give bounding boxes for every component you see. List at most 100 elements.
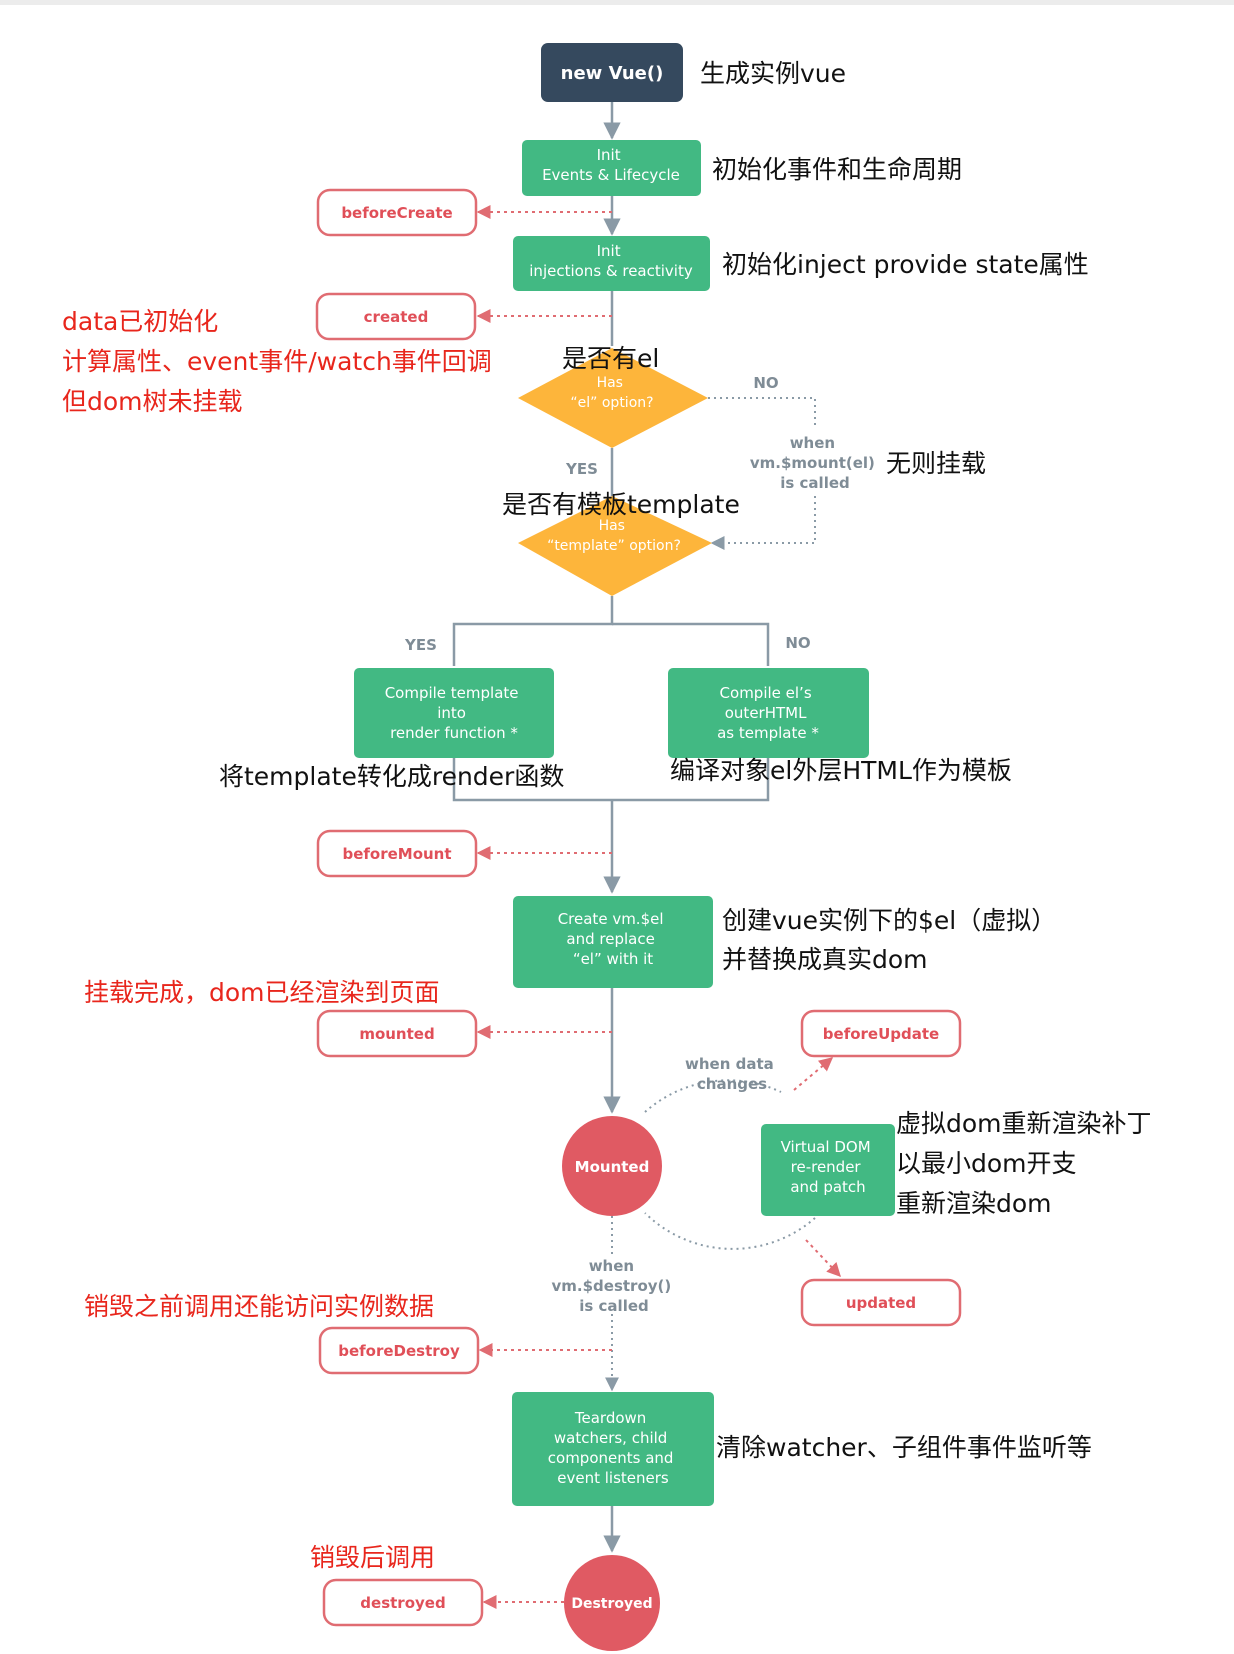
compile-el-line: Compile el’s <box>720 684 812 702</box>
anno-created-line: 但dom树未挂载 <box>62 387 243 416</box>
compile-el-line: outerHTML <box>725 704 807 722</box>
anno-new-vue: 生成实例vue <box>700 59 846 88</box>
when-data-line: when data <box>685 1055 774 1073</box>
anno-compile-el: 编译对象el外层HTML作为模板 <box>670 756 1012 785</box>
anno-has-el: 是否有el <box>562 344 659 373</box>
hook-mounted-label: mounted <box>359 1025 434 1043</box>
teardown-line: watchers, child <box>554 1429 667 1447</box>
compile-el-node: Compile el’s outerHTML as template * <box>668 668 869 758</box>
anno-created-line: data已初始化 <box>62 307 218 336</box>
flow-connectors <box>452 102 770 1553</box>
virtual-dom-line: re-render <box>791 1158 862 1176</box>
new-vue-node: new Vue() <box>541 43 683 102</box>
hook-created: created <box>315 292 477 341</box>
virtual-dom-node: Virtual DOM re-render and patch <box>761 1124 895 1216</box>
hook-before-create-label: beforeCreate <box>341 204 452 222</box>
update-cycle-arc-lower <box>644 1212 816 1250</box>
label-when-mount: when vm.$mount(el) is called <box>750 434 880 492</box>
anno-compile-template: 将template转化成render函数 <box>219 762 564 791</box>
has-el-line: Has <box>597 375 623 391</box>
compile-el-label: Compile el’s outerHTML as template * <box>717 684 819 742</box>
hook-updated-label: updated <box>846 1294 916 1312</box>
hook-created-label: created <box>364 308 429 326</box>
hook-before-create: beforeCreate <box>316 188 478 237</box>
anno-virtual-dom-line: 虚拟dom重新渲染补丁 <box>896 1109 1152 1138</box>
top-border <box>0 0 1234 5</box>
annotations-black: 生成实例vue 初始化事件和生命周期 初始化inject provide sta… <box>219 59 1159 1462</box>
label-no-template: NO <box>785 634 810 652</box>
hook-before-update-label: beforeUpdate <box>823 1025 939 1043</box>
anno-destroyed: 销毁后调用 <box>310 1543 435 1572</box>
anno-created-line: 计算属性、event事件/watch事件回调 <box>62 347 492 376</box>
teardown-label: Teardown watchers, child components and … <box>548 1409 678 1487</box>
anno-virtual-dom-line: 重新渲染dom <box>896 1189 1052 1218</box>
edge-mount-called <box>710 496 816 550</box>
label-yes-el: YES <box>565 460 598 478</box>
when-mount-line: when <box>790 434 835 452</box>
when-destroy-line: vm.$destroy() <box>552 1277 672 1295</box>
anno-teardown: 清除watcher、子组件事件监听等 <box>716 1433 1092 1462</box>
teardown-line: components and <box>548 1449 674 1467</box>
create-vm-label: Create vm.$el and replace “el” with it <box>558 910 669 968</box>
anno-no-mount: 无则挂载 <box>886 449 986 478</box>
init-injections-label: Init injections & reactivity <box>529 242 693 280</box>
new-vue-label: new Vue() <box>561 63 664 84</box>
hook-before-update: beforeUpdate <box>800 1009 962 1058</box>
dotted-connectors <box>605 397 816 1392</box>
hook-before-mount: beforeMount <box>316 829 478 878</box>
compile-el-line: as template * <box>717 724 819 742</box>
anno-init-events: 初始化事件和生命周期 <box>712 155 962 184</box>
label-no-el: NO <box>753 374 778 392</box>
label-when-data: when data changes <box>685 1055 779 1093</box>
edge-hasel-no <box>708 397 816 426</box>
compile-template-line: Compile template <box>385 684 519 702</box>
mounted-node: Mounted <box>562 1116 662 1216</box>
compile-template-line: into <box>437 704 466 722</box>
create-vm-line: Create vm.$el <box>558 910 664 928</box>
anno-create-vm-line: 并替换成真实dom <box>722 945 928 974</box>
anno-mounted: 挂载完成，dom已经渲染到页面 <box>84 978 440 1007</box>
compile-template-label: Compile template into render function * <box>385 684 524 742</box>
init-events-line: Events & Lifecycle <box>542 166 680 184</box>
teardown-node: Teardown watchers, child components and … <box>512 1392 714 1506</box>
has-template-line: “template” option? <box>547 538 681 554</box>
hook-destroyed-label: destroyed <box>360 1594 445 1612</box>
hook-edge-beforeupdate <box>793 1057 834 1091</box>
create-vm-node: Create vm.$el and replace “el” with it <box>513 896 713 988</box>
anno-virtual-dom: 虚拟dom重新渲染补丁 以最小dom开支 重新渲染dom <box>896 1109 1159 1218</box>
anno-create-vm-line: 创建vue实例下的$el（虚拟） <box>722 906 1056 935</box>
label-yes-template: YES <box>404 636 437 654</box>
anno-create-vm: 创建vue实例下的$el（虚拟） 并替换成真实dom <box>722 906 1064 974</box>
compile-template-node: Compile template into render function * <box>354 668 554 758</box>
anno-before-destroy: 销毁之前调用还能访问实例数据 <box>84 1292 434 1321</box>
edge-hastemplate-no-branch <box>612 622 770 666</box>
mounted-node-label: Mounted <box>575 1158 650 1176</box>
hook-before-mount-label: beforeMount <box>342 845 451 863</box>
update-cycle-arc <box>644 1079 782 1113</box>
init-injections-line: Init <box>597 242 621 260</box>
create-vm-line: and replace <box>566 930 654 948</box>
destroyed-node: Destroyed <box>564 1555 660 1651</box>
hook-updated: updated <box>800 1278 962 1327</box>
compile-template-line: render function * <box>390 724 518 742</box>
init-events-node: Init Events & Lifecycle <box>522 140 701 196</box>
when-destroy-line: is called <box>579 1297 649 1315</box>
anno-init-injections: 初始化inject provide state属性 <box>722 250 1089 279</box>
init-injections-node: Init injections & reactivity <box>513 236 710 291</box>
virtual-dom-line: and patch <box>790 1178 865 1196</box>
when-mount-line: is called <box>780 474 850 492</box>
label-when-destroy: when vm.$destroy() is called <box>552 1257 677 1315</box>
anno-virtual-dom-line: 以最小dom开支 <box>896 1149 1077 1178</box>
has-el-decision: Has “el” option? <box>518 348 708 448</box>
hook-before-destroy-label: beforeDestroy <box>338 1342 460 1360</box>
virtual-dom-label: Virtual DOM re-render and patch <box>781 1138 876 1196</box>
init-events-line: Init <box>597 146 621 164</box>
edge-hastemplate-branches <box>452 596 614 666</box>
when-mount-line: vm.$mount(el) <box>750 454 875 472</box>
hook-connectors <box>476 205 841 1609</box>
flow-labels: NO YES YES NO when vm.$mount(el) is call… <box>404 374 880 1315</box>
has-template-label: Has “template” option? <box>547 518 681 554</box>
annotations-red: data已初始化 计算属性、event事件/watch事件回调 但dom树未挂载… <box>62 307 492 1572</box>
hook-before-destroy: beforeDestroy <box>318 1326 480 1375</box>
